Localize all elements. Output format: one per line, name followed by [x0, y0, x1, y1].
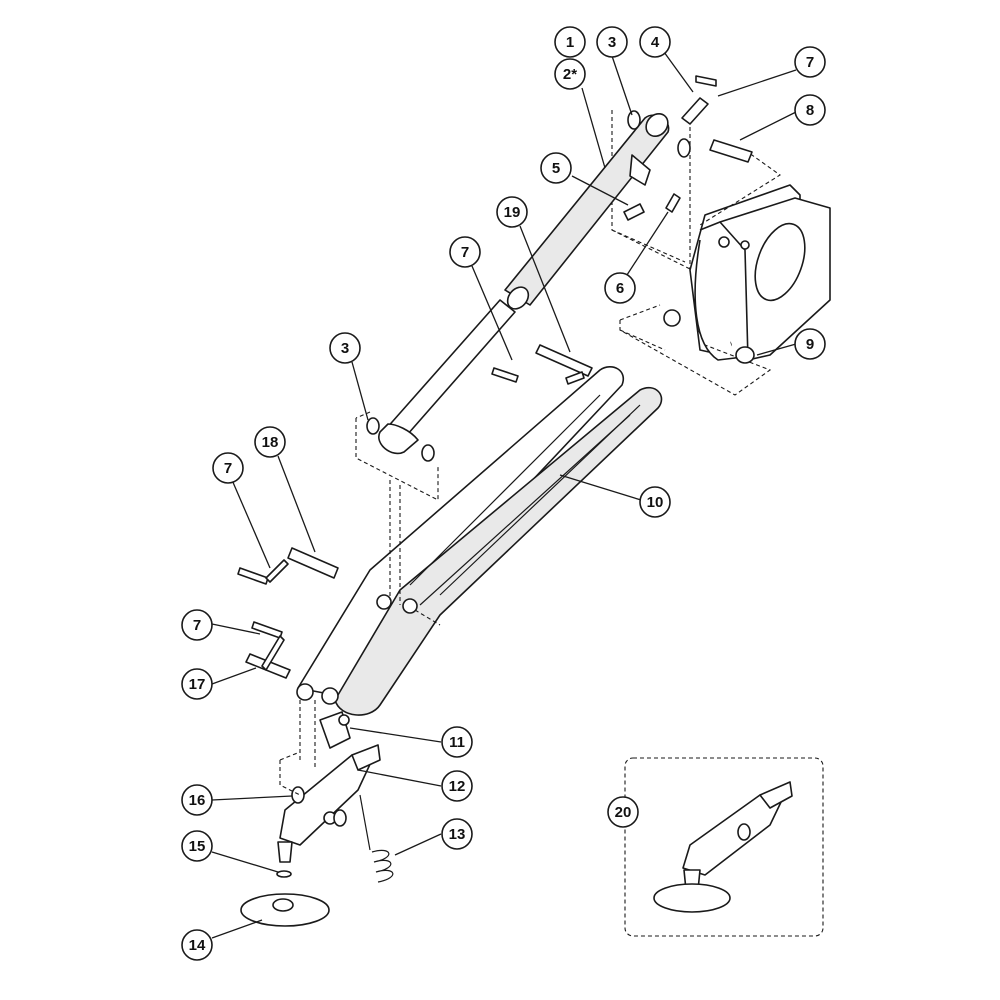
- callout-label: 16: [189, 792, 206, 809]
- callout-label: 8: [806, 102, 814, 119]
- callout-label: 9: [806, 336, 814, 353]
- callout-4: 4: [639, 26, 671, 58]
- callout-16: 16: [181, 784, 213, 816]
- callout-7: 7: [181, 609, 213, 641]
- callout-label: 10: [647, 494, 664, 511]
- washer-lower-right: [421, 444, 435, 462]
- callout-12: 12: [441, 770, 473, 802]
- alignment-box-cylinder-end: [355, 411, 439, 501]
- grease-fitting: [681, 97, 709, 125]
- callout-9: 9: [794, 328, 826, 360]
- callout-label: 7: [224, 460, 232, 477]
- callout-7: 7: [449, 236, 481, 268]
- callout-20: 20: [607, 796, 639, 828]
- alignment-lines-boom: [299, 480, 441, 770]
- callout-7: 7: [212, 452, 244, 484]
- callout-18: 18: [254, 426, 286, 458]
- inset-assembly: [653, 781, 793, 913]
- pin-18: [287, 547, 339, 579]
- callout-7: 7: [794, 46, 826, 78]
- inset-box: [624, 757, 824, 937]
- callout-2: 2*: [554, 58, 586, 90]
- callout-14: 14: [181, 929, 213, 961]
- callout-13: 13: [441, 818, 473, 850]
- callout-17: 17: [181, 668, 213, 700]
- callout-label: 5: [552, 160, 560, 177]
- callout-19: 19: [496, 196, 528, 228]
- bushing-9-left: [663, 309, 681, 327]
- callout-label: 1: [566, 34, 574, 51]
- clip-17: [261, 635, 285, 671]
- alignment-box-upper: [611, 110, 781, 271]
- callout-label: 3: [608, 34, 616, 51]
- callout-3: 3: [596, 26, 628, 58]
- callout-label: 20: [615, 804, 632, 821]
- washer-lower-left: [366, 417, 380, 435]
- callout-3: 3: [329, 332, 361, 364]
- bolt-5: [623, 203, 645, 221]
- screw-middle: [491, 367, 519, 383]
- boom-arm: [296, 366, 663, 716]
- spring: [359, 794, 394, 883]
- washer-upper-right: [677, 138, 691, 158]
- callout-10: 10: [639, 486, 671, 518]
- callout-label: 15: [189, 838, 206, 855]
- callout-15: 15: [181, 830, 213, 862]
- callout-label: 7: [461, 244, 469, 261]
- callout-label: 2*: [563, 66, 577, 83]
- callout-label: 6: [616, 280, 624, 297]
- callout-5: 5: [540, 152, 572, 184]
- alignment-box-foot: [279, 751, 301, 796]
- foot-assembly: [277, 711, 381, 863]
- callout-label: 13: [449, 826, 466, 843]
- mounting-bracket: [689, 184, 831, 361]
- callout-11: 11: [441, 726, 473, 758]
- callout-label: 7: [806, 54, 814, 71]
- callout-label: 18: [262, 434, 279, 451]
- screw-17: [251, 621, 283, 639]
- callout-label: 11: [449, 734, 465, 751]
- screw-upper: [695, 75, 717, 87]
- callout-label: 19: [504, 204, 521, 221]
- callout-8: 8: [794, 94, 826, 126]
- alignment-box-lower: [619, 304, 772, 396]
- callout-6: 6: [604, 272, 636, 304]
- pivot-pin-upper: [709, 139, 753, 163]
- callout-label: 7: [193, 617, 201, 634]
- leader-lines: [211, 51, 797, 939]
- bolt-6: [665, 193, 681, 213]
- washer-15: [276, 870, 292, 878]
- pin-19: [535, 344, 593, 377]
- callout-label: 4: [651, 34, 660, 51]
- clip-18: [265, 559, 289, 583]
- callout-label: 17: [189, 676, 206, 693]
- pin-19-small: [565, 371, 585, 385]
- callout-label: 12: [449, 778, 466, 795]
- washer-upper-left: [627, 110, 641, 130]
- bushing-9: [735, 346, 755, 364]
- callout-1: 1: [554, 26, 586, 58]
- screw-18: [237, 567, 269, 585]
- foot-pad-hub: [272, 898, 294, 912]
- callout-label: 14: [189, 937, 206, 954]
- callout-label: 3: [341, 340, 349, 357]
- hydraulic-cylinder: [378, 112, 670, 455]
